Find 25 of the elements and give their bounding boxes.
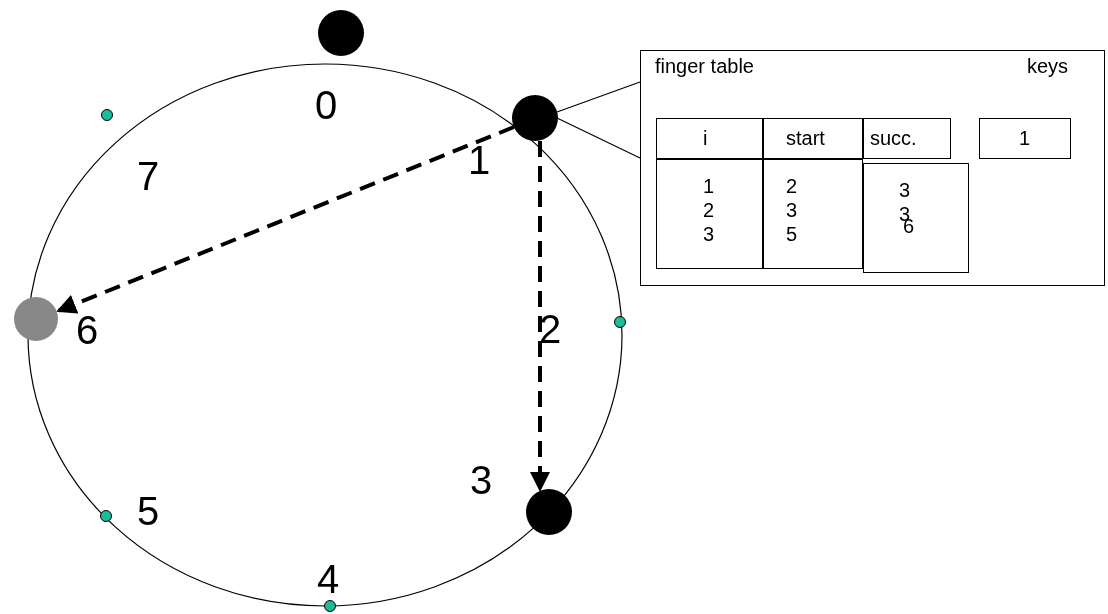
table-heading: keys (1027, 55, 1069, 77)
dashed-arrow (56, 125, 515, 314)
node-number: 2 (539, 309, 562, 349)
table-cell: i (703, 127, 708, 149)
table-cell: 3 (899, 179, 911, 201)
node-number: 3 (470, 460, 493, 500)
table-cell: succ. (870, 127, 917, 149)
table-cell: 1 (703, 175, 715, 197)
node-number: 4 (317, 559, 340, 599)
dashed-arrow (530, 141, 550, 492)
table-cell: 2 (703, 199, 715, 221)
table-cell: 1 (1019, 127, 1031, 149)
table-cell: 5 (786, 223, 798, 245)
table-heading: finger table (655, 55, 754, 77)
node-number: 0 (315, 85, 338, 125)
node-number: 1 (468, 140, 491, 180)
callout-line (556, 81, 641, 159)
table-cell: 3 (786, 199, 798, 221)
table-cell: 2 (786, 175, 798, 197)
node-number: 7 (137, 156, 160, 196)
table-cell: start (786, 127, 825, 149)
table-cell: 3 (703, 223, 715, 245)
node-number: 6 (76, 310, 99, 350)
callout-box (640, 50, 1105, 286)
node-number: 5 (137, 491, 160, 531)
